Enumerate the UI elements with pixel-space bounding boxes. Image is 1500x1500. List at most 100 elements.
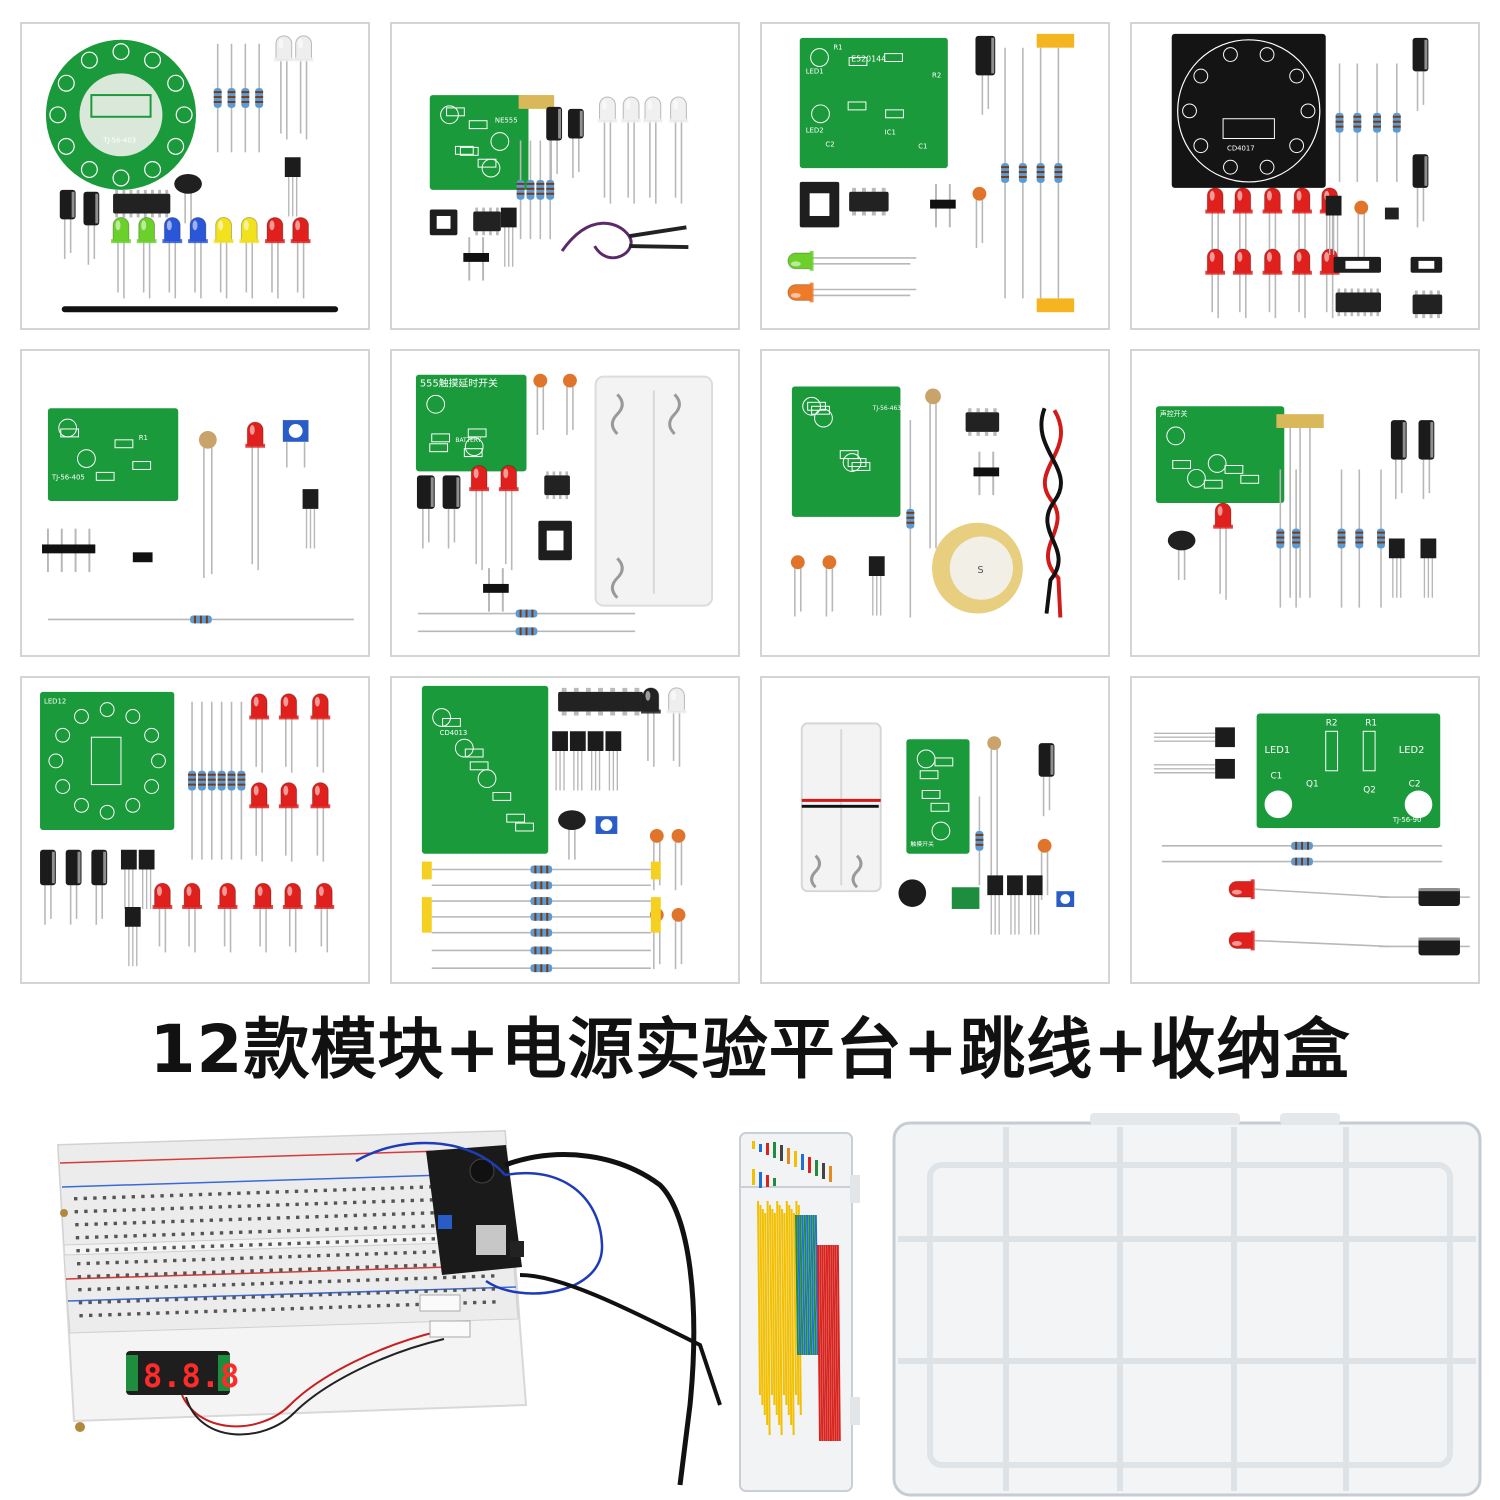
breadboard-hole: [410, 1198, 414, 1203]
resistor-band: [1001, 171, 1010, 174]
led: [1319, 248, 1340, 319]
electrolytic-capacitor: [442, 475, 461, 549]
resistor-band: [1292, 531, 1301, 534]
breadboard-hole: [286, 1215, 290, 1220]
footprint-circle: [55, 727, 71, 743]
jumper-wire-long: [771, 1208, 776, 1406]
led-rim: [597, 118, 618, 123]
led: [1205, 187, 1226, 259]
led: [182, 882, 202, 953]
voltmeter-tab: [218, 1355, 230, 1391]
ic-socket: [1333, 256, 1381, 273]
led-glare: [645, 690, 651, 701]
breadboard-hole: [269, 1255, 273, 1259]
breadboard-hole: [419, 1185, 423, 1189]
led-rim: [310, 715, 331, 720]
resistor-band: [207, 773, 216, 776]
ic-pin: [115, 213, 119, 218]
breadboard-hole: [77, 1262, 81, 1266]
ic-pin: [881, 187, 886, 192]
led-body: [138, 217, 156, 242]
breadboard-hole: [362, 1200, 366, 1204]
ic-pin: [993, 408, 997, 413]
breadboard-hole: [74, 1210, 78, 1214]
ic-pin: [482, 231, 485, 236]
breadboard-hole: [184, 1297, 188, 1301]
led-glare: [1231, 889, 1242, 895]
breadboard-hole: [86, 1261, 90, 1266]
resistor-band: [1353, 120, 1362, 123]
resistor-band: [540, 928, 543, 937]
led-glare: [1209, 252, 1215, 262]
socket-hole: [809, 193, 830, 216]
led: [253, 882, 273, 953]
breadboard-hole: [156, 1311, 160, 1315]
breadboard-hole: [150, 1194, 155, 1198]
silkscreen-text: TJ-56-90: [1392, 816, 1422, 824]
pcb-substrate: [47, 408, 179, 502]
headline: 12款模块+电源实验平台+跳线+收纳盒: [149, 1011, 1351, 1088]
breadboard-hole: [171, 1232, 176, 1237]
resistor: [1337, 469, 1346, 608]
led: [265, 217, 285, 299]
breadboard-hole: [200, 1218, 204, 1223]
breadboard-hole: [276, 1216, 281, 1220]
module-tile: CD4017: [1130, 22, 1480, 330]
footprint-rect: [934, 757, 954, 767]
resistor-band: [227, 100, 236, 103]
breadboard-hole: [171, 1219, 175, 1224]
led-glare: [287, 886, 293, 897]
resistor-band: [213, 91, 222, 94]
jumper-wire-long: [834, 1244, 839, 1442]
capacitor-stripe: [1418, 888, 1460, 892]
resistor: [906, 420, 915, 618]
led-rim: [111, 239, 131, 244]
jumper-wire-short: [752, 1169, 755, 1177]
transistor-body: [284, 157, 301, 177]
breadboard-hole: [112, 1195, 116, 1200]
resistor-band: [546, 964, 549, 973]
transistor-body: [605, 731, 622, 752]
footprint-circle: [1289, 68, 1305, 84]
breadboard-hole: [107, 1287, 111, 1291]
led-body: [154, 882, 171, 908]
ic-pin: [552, 471, 556, 476]
breadboard-hole: [384, 1251, 388, 1256]
breadboard-hole: [161, 1220, 165, 1224]
jumper-wire-long: [793, 1212, 797, 1396]
led-rim: [1232, 270, 1253, 275]
resistor-band: [1355, 541, 1364, 544]
breadboard-hole: [144, 1272, 149, 1277]
capacitor-stripe: [95, 193, 99, 224]
resistor-band: [540, 881, 543, 890]
breadboard-hole: [259, 1255, 263, 1260]
led-glare: [1267, 190, 1272, 201]
breadboard-hole: [315, 1215, 319, 1219]
resistor-band: [1392, 115, 1401, 118]
resistor: [1001, 47, 1010, 299]
jumper-wire-blue: [485, 1171, 604, 1295]
breadboard-hole: [414, 1276, 418, 1281]
breadboard-hole: [371, 1187, 375, 1191]
breadboard-hole: [113, 1208, 117, 1213]
resistor-band: [199, 615, 202, 624]
led-body: [1293, 187, 1311, 213]
footprint-circle: [1300, 103, 1316, 119]
breadboard-hole: [241, 1282, 245, 1286]
silkscreen-text: 555触摸延时开关: [420, 377, 498, 390]
led-body: [311, 693, 329, 718]
footprint-circle: [55, 779, 71, 794]
resistor: [431, 928, 651, 937]
power-switch: [438, 1215, 452, 1229]
probe-cable: [519, 1273, 722, 1406]
led: [249, 693, 270, 773]
footprint-circle: [80, 51, 98, 69]
breadboard-hole: [335, 1227, 339, 1231]
ic-footprint: [90, 736, 122, 786]
led: [282, 882, 303, 953]
breadboard-hole: [268, 1242, 272, 1246]
ic-pin: [634, 687, 640, 692]
